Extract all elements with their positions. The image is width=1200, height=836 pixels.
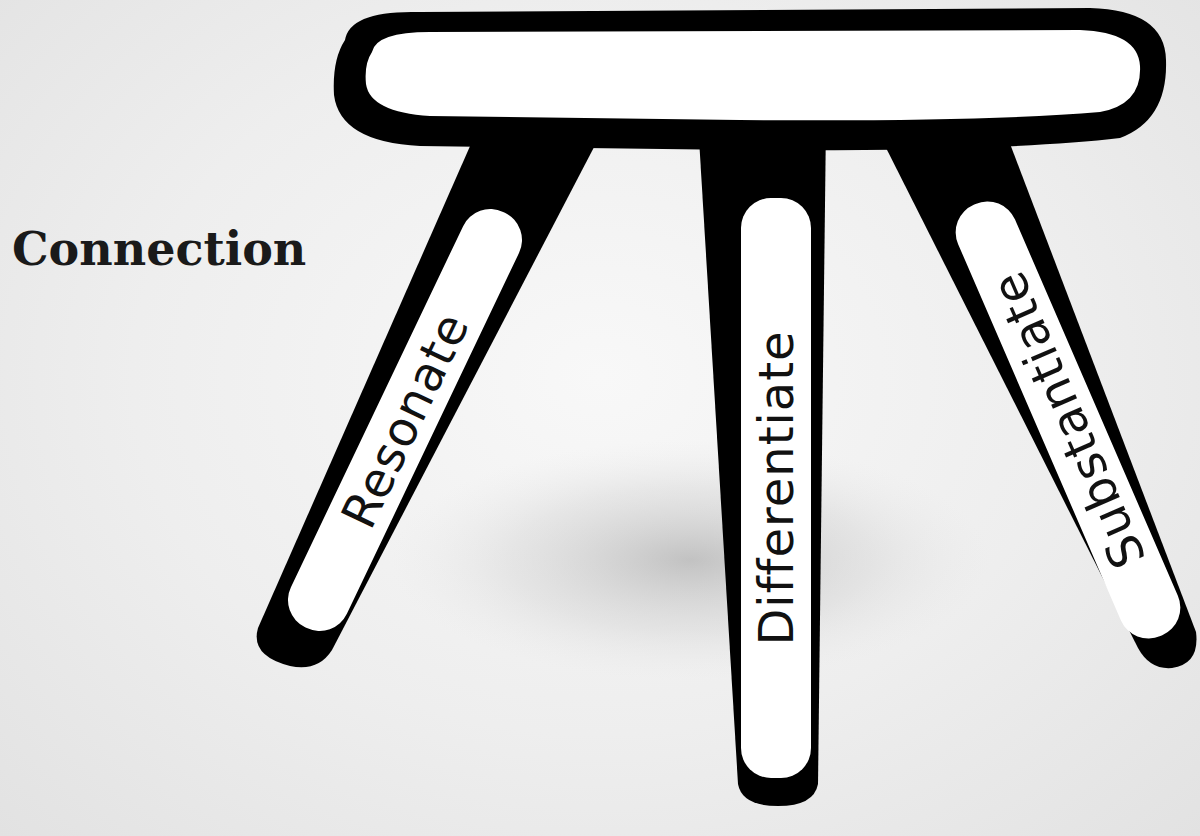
- leg-label-box: Resonate: [278, 199, 532, 641]
- leg-label: Substantiate: [983, 265, 1153, 575]
- stool-leg: [257, 128, 604, 667]
- leg-label-box: Substantiate: [946, 192, 1190, 648]
- stool-leg: [876, 128, 1197, 668]
- leg-label: Resonate: [334, 305, 477, 534]
- side-label: Connection: [12, 224, 306, 275]
- stool-seat-top: [366, 30, 1140, 120]
- leg-label-box: Differentiate: [741, 198, 811, 778]
- stool-shadow: [390, 440, 990, 680]
- leg-label: Differentiate: [752, 330, 800, 645]
- stool-seat: [334, 8, 1166, 150]
- stool-leg: [698, 122, 826, 806]
